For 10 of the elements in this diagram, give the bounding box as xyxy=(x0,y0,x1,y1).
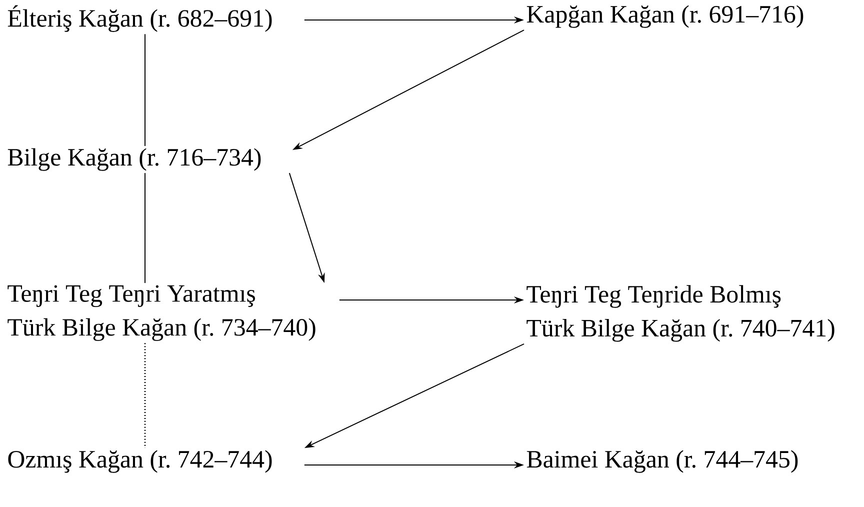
name-label: Élteriş Kağan (r. 682–691) xyxy=(8,5,272,32)
name-label: Ozmış Kağan (r. 742–744) xyxy=(8,450,272,473)
connector-line xyxy=(144,172,146,284)
name-label: Kapğan Kağan (r. 691–716) xyxy=(526,5,804,28)
name-label: Bilge Kağan (r. 716–734) xyxy=(8,148,261,171)
name-label: Teŋri Teg Teŋride Bolmış Türk Bilge Kağan (r. 740–741) xyxy=(526,285,834,342)
name-label: Baimei Kağan (r. 744–745) xyxy=(526,450,798,473)
connector-line xyxy=(144,34,146,146)
name-label: Teŋri Teg Teŋri Yaratmış Türk Bilge Kağan (r. 734–740) xyxy=(8,285,316,341)
dotted-line xyxy=(144,343,146,448)
